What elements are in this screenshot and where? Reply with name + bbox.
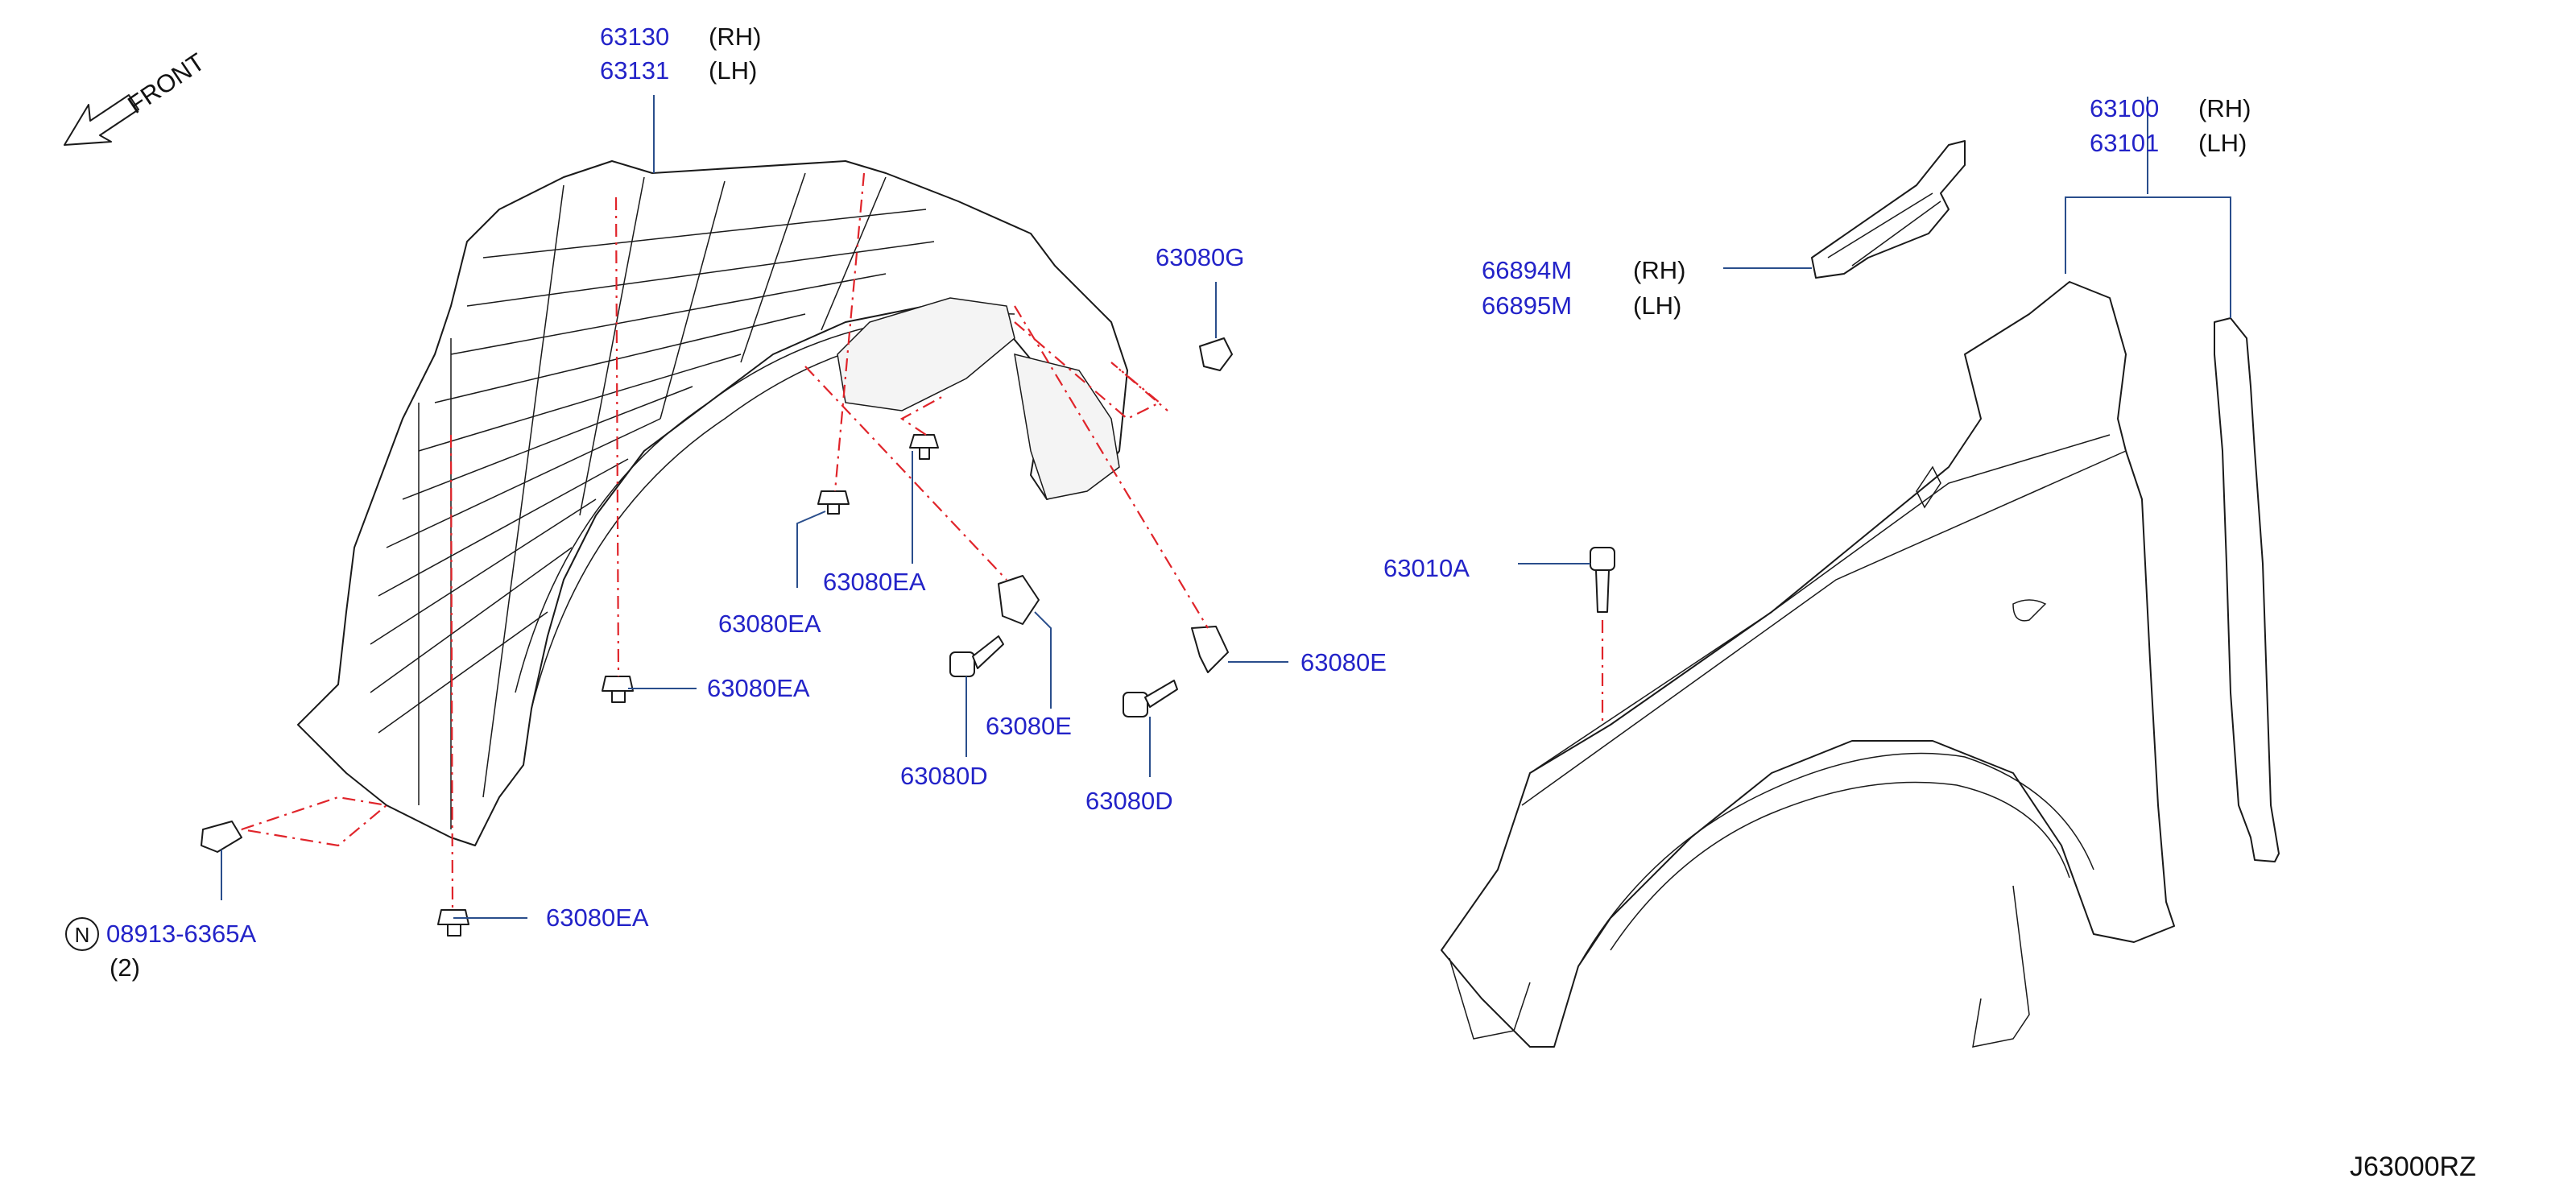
- callout-63100: 63100: [2090, 94, 2159, 122]
- nut-63080E-a: [998, 575, 1040, 625]
- callout-63080EA-c: 63080EA: [707, 674, 810, 702]
- callout-66894M-side: (RH): [1633, 256, 1685, 284]
- callout-63080D-a: 63080D: [900, 762, 988, 790]
- n-marker-icon: N: [65, 917, 99, 951]
- clip-63080EA-a: [817, 490, 850, 515]
- clip-08913-6365A: [201, 821, 242, 853]
- callout-63080D-b: 63080D: [1085, 787, 1173, 815]
- callout-63080EA-b: 63080EA: [823, 568, 926, 596]
- callout-63131: 63131: [600, 56, 669, 85]
- clip-63080EA-c: [602, 676, 634, 703]
- wheel-house-liner: [297, 160, 1128, 846]
- callout-63130-side: (RH): [709, 23, 761, 51]
- nut-63080E-b: [1191, 626, 1229, 673]
- callout-63101-side: (LH): [2198, 129, 2247, 157]
- bolt-63010A: [1590, 547, 1615, 613]
- callout-66894M: 66894M: [1482, 256, 1572, 284]
- fender-bracket: [1811, 140, 1966, 279]
- callout-63101: 63101: [2090, 129, 2159, 157]
- bolt-63080D-b: [1123, 680, 1178, 717]
- clip-63080EA-b: [909, 434, 939, 460]
- callout-66895M-side: (LH): [1633, 292, 1681, 320]
- n-marker-label: N: [75, 923, 90, 947]
- front-fender-panel: [1441, 281, 2175, 1048]
- bolt-63080D-a: [949, 635, 1004, 677]
- callout-63080EA-d: 63080EA: [546, 903, 649, 932]
- callout-08913-6365A: 08913-6365A: [106, 920, 256, 948]
- leader-lines: [221, 95, 2231, 919]
- callout-63131-side: (LH): [709, 56, 757, 85]
- callout-63010A: 63010A: [1383, 554, 1470, 582]
- callout-08913-qty: (2): [110, 953, 140, 982]
- front-label: FRONT: [122, 48, 209, 119]
- callout-63080G: 63080G: [1156, 243, 1244, 271]
- callout-63080EA-a: 63080EA: [718, 610, 821, 638]
- callout-63080E-b: 63080E: [1300, 648, 1387, 676]
- callout-63080E-a: 63080E: [986, 712, 1072, 740]
- assembly-centerlines: [241, 172, 1604, 911]
- front-arrow-icon: [64, 94, 139, 146]
- callout-66895M: 66895M: [1482, 292, 1572, 320]
- callout-63100-side: (RH): [2198, 94, 2251, 122]
- fender-rear-seal: [2214, 317, 2280, 862]
- clip-63080EA-d: [437, 909, 469, 937]
- diagram-code: J63000RZ: [2350, 1152, 2476, 1182]
- clip-63080G: [1199, 337, 1233, 371]
- callout-63130: 63130: [600, 23, 669, 51]
